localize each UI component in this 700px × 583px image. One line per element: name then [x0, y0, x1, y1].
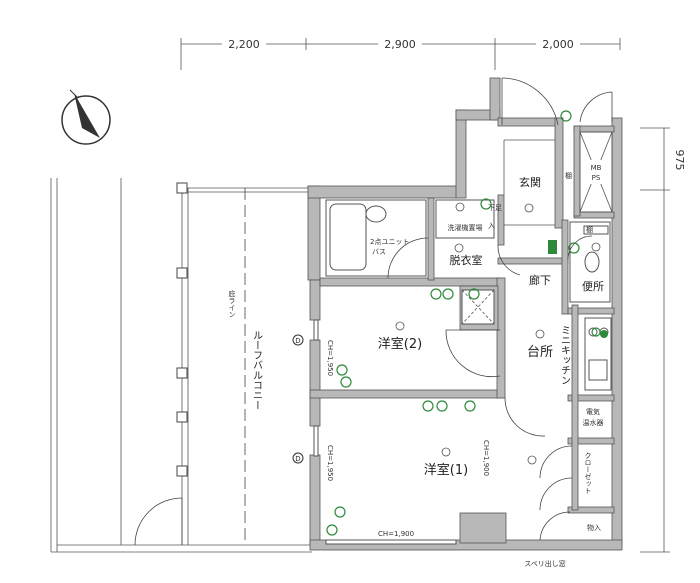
mb-ps-shaft [579, 131, 613, 213]
unit-bath [325, 199, 427, 277]
closet-label: クローゼット [584, 452, 592, 494]
ps-label: PS [592, 174, 601, 182]
sliding-window-label: スベリ出し窓 [524, 559, 566, 568]
ceiling-height-w1-left: CH=1,950 [326, 445, 334, 481]
top-dimension-line: 2,200 2,900 2,000 [180, 36, 621, 70]
right-dimension-line: 975 [640, 127, 686, 553]
laundry-label: 洗濯機置場 [448, 223, 483, 232]
exterior-walls [307, 77, 623, 551]
mini-kitchen-counter [584, 317, 612, 391]
unit-bath-label-2: バス [372, 248, 386, 256]
doors [387, 77, 613, 541]
d-mark-icon: D D [292, 334, 304, 464]
corridor-label: 廊下 [529, 273, 551, 287]
balcony-railing [50, 178, 312, 553]
toilet [569, 221, 611, 303]
shoe-text-2: 入 [488, 222, 495, 230]
toilet-shelf-label: 棚 [586, 225, 593, 234]
outlet-icon [326, 110, 608, 536]
mini-kitchen-label: ミニキッチン [559, 325, 570, 385]
eave-line-label: 庇ライン [228, 289, 236, 318]
toilet-label: 便所 [582, 280, 604, 293]
storage-label: 物入 [587, 523, 601, 532]
laundry-pan [461, 289, 495, 325]
dim-2200: 2,200 [228, 38, 260, 51]
dim-2000: 2,000 [542, 38, 574, 51]
shoe-cabinet-label: 棚 [565, 171, 572, 180]
dressing-label: 脱衣室 [450, 253, 483, 267]
shoe-text-1: 下足 [488, 204, 502, 212]
mb-label: MB [591, 164, 602, 172]
svg-text:D: D [295, 337, 300, 345]
roof-balcony-label: ルーフバルコニー [251, 330, 263, 410]
svg-text:D: D [295, 455, 300, 463]
ceiling-height-w1-right: CH=1,900 [482, 440, 490, 476]
windows [313, 319, 457, 545]
ceiling-height-w1-bottom: CH=1,900 [378, 530, 414, 538]
ceiling-light-icon [395, 202, 601, 465]
water-heater-label-1: 電気 [586, 407, 600, 416]
entrance-label: 玄関 [519, 175, 541, 189]
dim-2900: 2,900 [384, 38, 416, 51]
ceiling-height-w2: CH=1,950 [326, 340, 334, 376]
unit-bath-label-1: 2点ユニット [370, 238, 409, 246]
dim-975: 975 [673, 150, 686, 171]
north-compass-icon [61, 89, 111, 145]
kitchen-label: 台所 [527, 345, 553, 360]
laundry-area [435, 199, 495, 239]
western-room-2-label: 洋室(2) [378, 336, 422, 352]
western-room-1-label: 洋室(1) [424, 462, 468, 478]
water-heater-label-2: 温水器 [583, 418, 604, 427]
